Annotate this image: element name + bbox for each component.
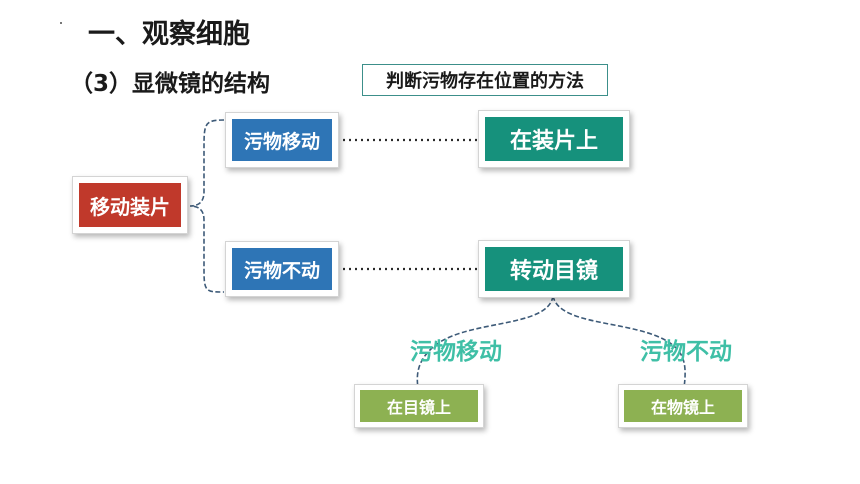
section-title: 一、观察细胞 [88,19,250,50]
subtitle: （3）显微镜的结构 [70,71,271,97]
on-objective-box: 在物镜上 [618,384,748,428]
brace-connector [189,119,225,293]
on-eyepiece-box: 在目镜上 [354,384,484,428]
rotate-eyepiece-label: 转动目镜 [485,247,623,291]
dirt-static-box: 污物不动 [225,241,339,297]
dirt-moves-box: 污物移动 [225,112,339,168]
on-slide-label: 在装片上 [485,117,623,161]
rotate-eyepiece-box: 转动目镜 [478,240,630,298]
dirt-static-label: 污物不动 [232,248,332,290]
on-objective-label: 在物镜上 [624,390,742,422]
branch-left [416,295,554,389]
dirt-moves-label: 污物移动 [232,119,332,161]
method-title-box: 判断污物存在位置的方法 [362,64,608,96]
slide-dot [60,22,62,24]
branch-right [552,295,686,389]
move-slide-label: 移动装片 [79,183,181,227]
move-slide-box: 移动装片 [72,176,188,234]
on-eyepiece-label: 在目镜上 [360,390,478,422]
branch-label-left: 污物移动 [410,339,502,365]
branch-label-right: 污物不动 [640,339,732,365]
on-slide-box: 在装片上 [478,110,630,168]
